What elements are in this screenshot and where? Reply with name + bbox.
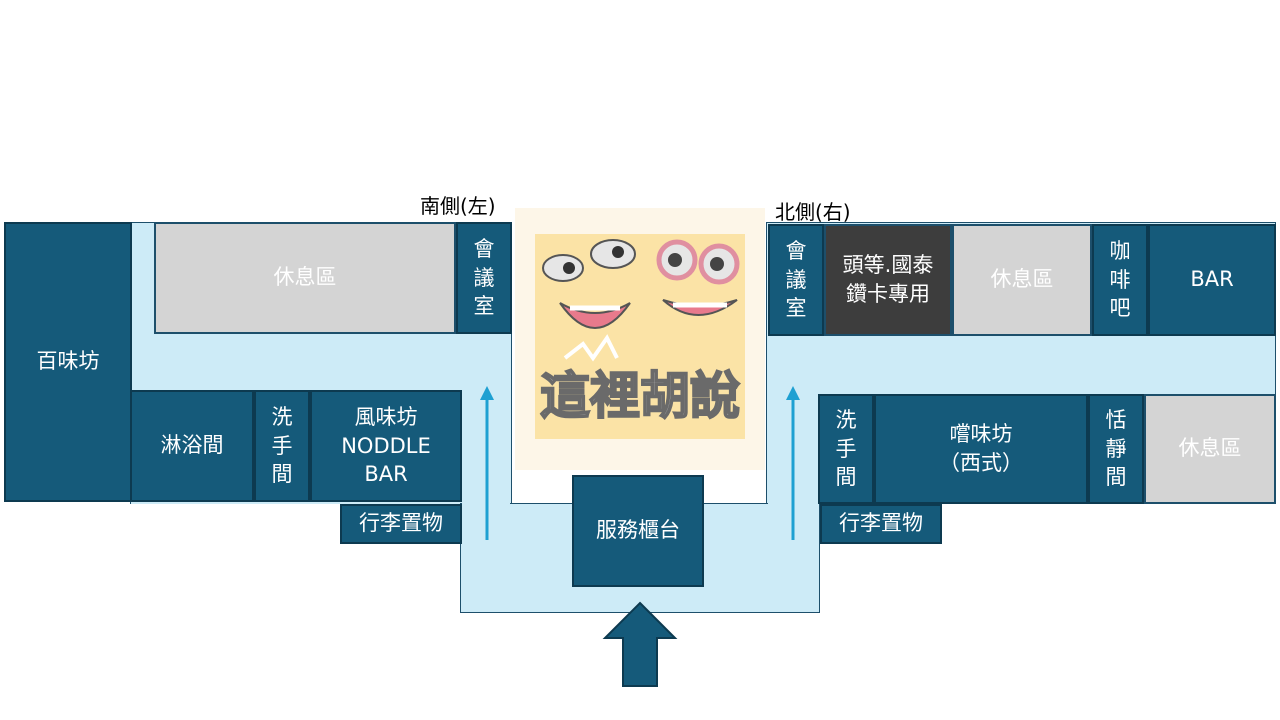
south-side-label: 南側(左) (420, 194, 496, 218)
first-class-room[interactable]: 頭等.國泰 鑽卡專用 (824, 224, 952, 336)
service-counter[interactable]: 服務櫃台 (572, 475, 704, 587)
room-label: 會 議 室 (785, 238, 807, 321)
north-luggage[interactable]: 行李置物 (820, 504, 942, 544)
south-restroom[interactable]: 洗 手 間 (254, 390, 310, 502)
logo-watermark: 這裡胡說 (515, 208, 765, 470)
room-label: 會 議 室 (473, 236, 495, 319)
room-shower[interactable]: 淋浴間 (130, 390, 254, 502)
logo-text: 這裡胡說 (540, 367, 740, 425)
logo-art: 這裡胡說 (535, 234, 745, 439)
room-label: 風味坊 NODDLE BAR (341, 405, 431, 487)
north-side-label: 北側(右) (775, 200, 851, 224)
room-label: 行李置物 (839, 511, 923, 536)
room-label: 恬 靜 間 (1105, 407, 1127, 490)
room-chang-wei-fang[interactable]: 嚐味坊 （西式） (874, 394, 1088, 504)
room-feng-wei-fang[interactable]: 風味坊 NODDLE BAR (310, 390, 462, 502)
north-up-arrow (786, 386, 800, 540)
room-label: BAR (1190, 267, 1234, 292)
room-cafe[interactable]: 咖 啡 吧 (1092, 224, 1148, 336)
room-label: 洗 手 間 (271, 404, 293, 487)
room-label: 頭等.國泰 鑽卡專用 (842, 253, 934, 306)
south-up-arrow (480, 386, 494, 540)
room-label: 行李置物 (359, 511, 443, 536)
room-label: 洗 手 間 (835, 407, 857, 490)
north-lounge[interactable]: 休息區 (952, 224, 1092, 336)
room-quiet[interactable]: 恬 靜 間 (1088, 394, 1144, 504)
room-label: 淋浴間 (160, 433, 224, 458)
south-meeting-room[interactable]: 會 議 室 (456, 222, 512, 334)
room-label: 百味坊 (36, 349, 100, 374)
south-luggage[interactable]: 行李置物 (340, 504, 462, 544)
south-lounge[interactable]: 休息區 (154, 222, 456, 334)
room-label: 休息區 (1178, 436, 1242, 461)
room-label: 休息區 (273, 265, 337, 290)
north-restroom[interactable]: 洗 手 間 (818, 394, 874, 504)
room-bai-wei-fang[interactable]: 百味坊 (4, 222, 132, 502)
room-bar[interactable]: BAR (1148, 224, 1276, 336)
room-label: 休息區 (990, 267, 1054, 292)
room-label: 服務櫃台 (596, 518, 680, 543)
north-lounge-2[interactable]: 休息區 (1144, 394, 1276, 504)
room-label: 嚐味坊 （西式） (939, 422, 1023, 475)
room-label: 咖 啡 吧 (1109, 238, 1131, 321)
entrance-arrow (602, 601, 678, 687)
north-meeting-room[interactable]: 會 議 室 (768, 224, 824, 336)
